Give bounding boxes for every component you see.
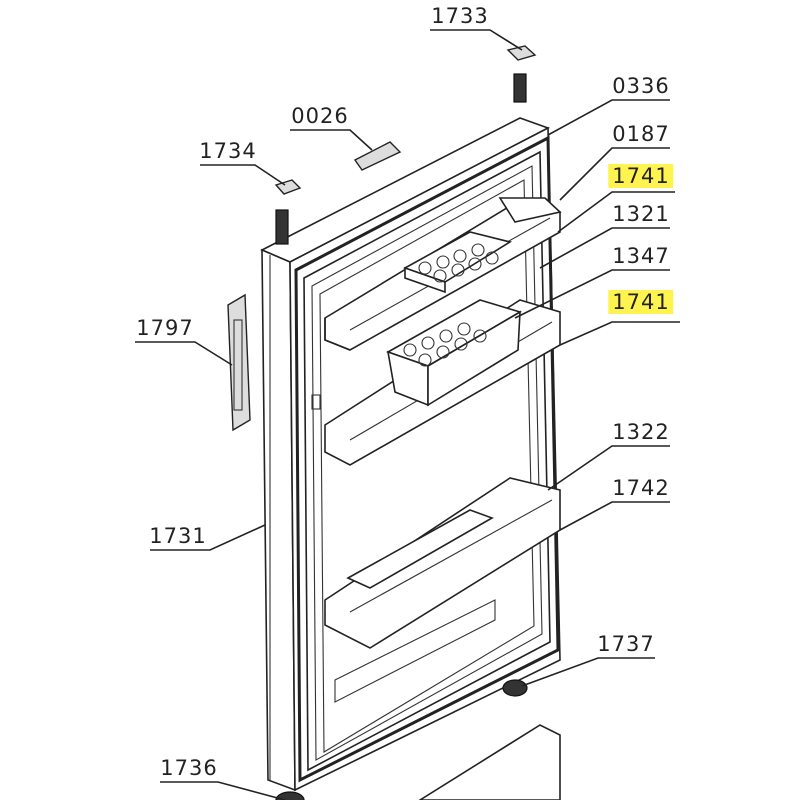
door-gasket-0336: [294, 135, 560, 783]
label-1321: 1321: [612, 202, 670, 226]
label-1736: 1736: [160, 756, 218, 780]
label-1733: 1733: [431, 4, 489, 28]
lower-door-partial: [418, 724, 561, 800]
handle-1797: [227, 293, 251, 432]
label-0336: 0336: [612, 74, 670, 98]
label-1742: 1742: [612, 476, 670, 500]
label-0187: 0187: [612, 122, 670, 146]
leader-lines: [135, 29, 680, 800]
hinge-pin-top-left: [275, 209, 289, 245]
label-0026: 0026: [291, 104, 349, 128]
label-1347: 1347: [612, 244, 670, 268]
label-1734: 1734: [199, 139, 257, 163]
label-1797: 1797: [136, 316, 194, 340]
label-1322: 1322: [612, 420, 670, 444]
hinge-1736: [275, 791, 305, 800]
label-1741-top-highlighted: 1741: [608, 164, 674, 188]
egg-tray-1321: [403, 231, 513, 294]
hinge-cover-0026: [353, 141, 402, 171]
inner-liner-0187: [311, 179, 535, 753]
cap-1733: [506, 45, 537, 61]
hinge-pin-top-right: [513, 73, 527, 103]
egg-box-1347: [386, 299, 522, 407]
hinge-1737: [502, 679, 528, 697]
label-1731: 1731: [149, 524, 207, 548]
label-1741-middle-highlighted: 1741: [608, 290, 674, 314]
label-1737: 1737: [597, 632, 655, 656]
